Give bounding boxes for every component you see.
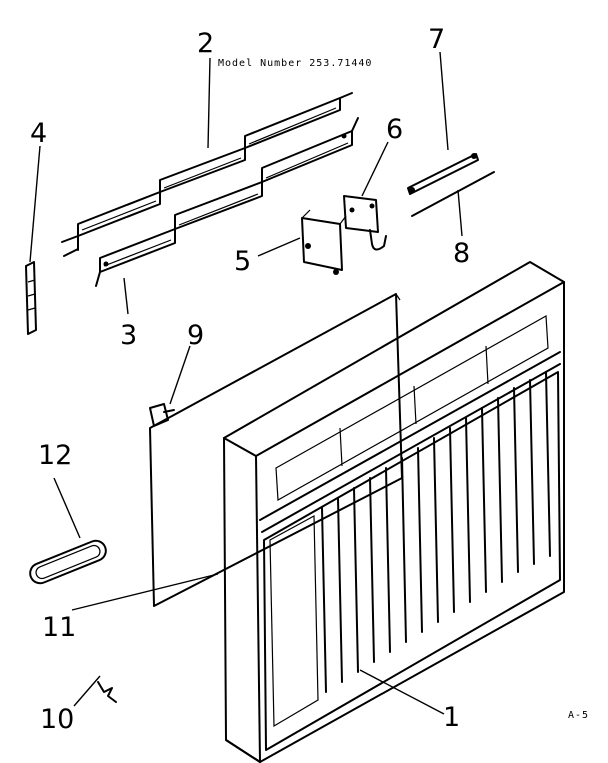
callout-numbers: 1 2 3 4 5 6 7 8 9 10 11 12 — [30, 24, 470, 735]
part-10-small-clip — [97, 681, 117, 703]
callout-7: 7 — [428, 24, 445, 55]
part-1-front-grille — [223, 261, 565, 763]
part-6-linkage-bracket — [343, 195, 387, 251]
callout-3: 3 — [120, 320, 137, 351]
part-3-lower-louver-strip — [95, 117, 359, 287]
leader-lines — [29, 51, 463, 715]
part-2-upper-louver-strip — [61, 92, 353, 257]
part-8-rod — [411, 171, 495, 217]
model-number-label: Model Number 253.71440 — [218, 58, 372, 69]
callout-5: 5 — [234, 246, 251, 277]
callout-11: 11 — [42, 612, 76, 643]
part-12-gasket — [29, 539, 107, 585]
callout-9: 9 — [187, 320, 204, 351]
part-9-clip — [149, 403, 175, 427]
part-4-bracket — [25, 261, 37, 335]
callout-2: 2 — [197, 28, 214, 59]
part-5-mounting-plate — [301, 209, 347, 275]
callout-8: 8 — [453, 238, 470, 269]
callout-6: 6 — [386, 114, 403, 145]
callout-4: 4 — [30, 118, 47, 149]
callout-10: 10 — [40, 704, 74, 735]
part-7-link-arm — [407, 153, 479, 195]
callout-12: 12 — [38, 440, 72, 471]
callout-1: 1 — [443, 702, 460, 733]
grille-slats — [321, 371, 551, 693]
page-code: A-5 — [568, 710, 589, 721]
